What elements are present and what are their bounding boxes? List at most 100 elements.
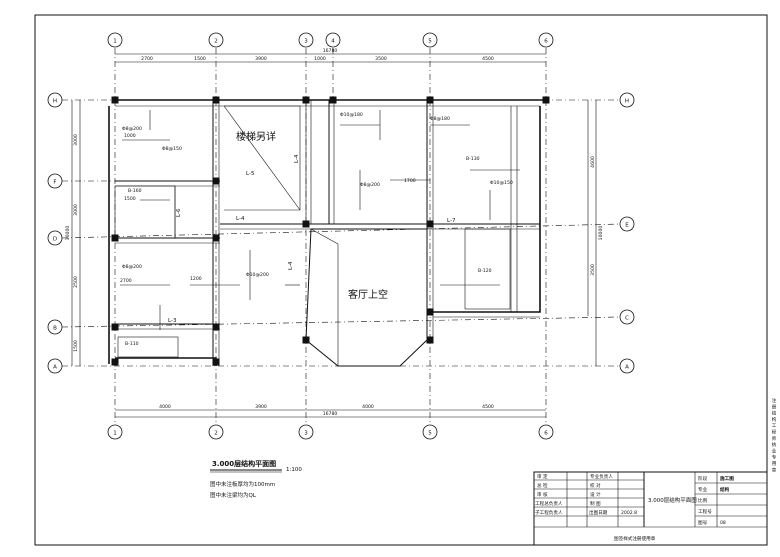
- dim-right-seg: 3500: [590, 264, 596, 276]
- column: [426, 308, 434, 316]
- bar-length: 1200: [190, 276, 202, 282]
- svg-text:5: 5: [428, 431, 432, 437]
- tb-project-lead: 工程总负责人: [535, 500, 563, 507]
- beam-label: L-7: [447, 218, 456, 224]
- svg-text:A: A: [53, 365, 57, 371]
- dim-right-overall: 10000: [598, 226, 604, 241]
- beam-label: L-4: [288, 261, 294, 270]
- svg-text:2: 2: [214, 431, 218, 437]
- column: [111, 358, 119, 366]
- dim-top-seg: 1500: [194, 56, 206, 62]
- axis-left-F: F: [47, 173, 63, 189]
- side-stamp-char: 程: [772, 429, 777, 436]
- drawing-title-text: 3.000层结构平面图: [212, 459, 276, 468]
- axis-right-H: H: [619, 92, 635, 108]
- beam-label: L-4: [236, 216, 245, 222]
- slab-mark: B-110: [125, 341, 139, 347]
- hall-void-label: 客厅上空: [348, 288, 388, 301]
- side-stamp-char: 注: [772, 397, 777, 404]
- stair-label: 楼梯另详: [236, 130, 276, 143]
- tb-drafting: 制 图: [590, 500, 601, 507]
- beam-label: L-4: [294, 154, 300, 163]
- tb-design: 设 计: [590, 491, 601, 498]
- dim-top-seg: 3900: [255, 56, 267, 62]
- column: [111, 234, 119, 242]
- axis-top-5: 5: [422, 32, 438, 48]
- rebar-callout: Φ8@200: [122, 264, 142, 270]
- rebar-callout: Φ10@180: [340, 112, 363, 118]
- note-beam-type: 图中未注梁均为QL: [210, 491, 257, 499]
- tb-sheet-label: 图号: [698, 520, 708, 526]
- side-stamp-char: 构: [772, 416, 777, 423]
- side-stamp-char: 业: [772, 447, 777, 454]
- column: [426, 96, 434, 104]
- bar-length: 1700: [404, 178, 416, 184]
- dim-bottom-seg: 4000: [362, 404, 374, 410]
- axis-bottom-3: 3: [298, 424, 314, 440]
- side-stamp-char: 师: [772, 435, 777, 442]
- beam-lines: [108, 99, 546, 367]
- dim-top-seg: 1000: [314, 56, 326, 62]
- dim-right-seg: 4600: [590, 156, 596, 168]
- dimension-text: 16780 2700 1500 3900 1000 3500 4500 4000 3900 400…: [65, 48, 604, 417]
- dim-left-seg: 3000: [73, 134, 79, 146]
- bar-length: 2700: [120, 278, 132, 284]
- side-stamp-char: 专: [772, 454, 777, 461]
- dim-top-seg: 2700: [141, 56, 153, 62]
- svg-text:6: 6: [544, 431, 548, 437]
- beam-label: L-3: [168, 318, 177, 324]
- dim-bottom-seg: 3900: [255, 404, 267, 410]
- column: [426, 220, 434, 228]
- tb-approve: 审 定: [537, 473, 548, 480]
- column: [302, 336, 310, 344]
- tb-chief-check: 总 检: [537, 482, 548, 489]
- dim-top-seg: 4500: [482, 56, 494, 62]
- tb-sheet-no: 08: [720, 520, 726, 526]
- beam-label: L-5: [246, 171, 255, 177]
- dim-left-seg: 3000: [73, 204, 79, 216]
- axis-right-E: E: [619, 216, 635, 232]
- column: [212, 177, 220, 185]
- svg-text:3: 3: [304, 431, 308, 437]
- rebar-callout: Φ8@200: [122, 126, 142, 132]
- tb-proofread: 校 对: [590, 482, 601, 489]
- tb-discipline: 结构: [720, 486, 730, 493]
- slab-mark: B-120: [478, 268, 492, 274]
- axis-top-3: 3: [298, 32, 314, 48]
- svg-text:H: H: [53, 99, 57, 105]
- axis-bottom-2: 2: [208, 424, 224, 440]
- dimension-lines: [71, 53, 597, 418]
- axis-top-6: 6: [538, 32, 554, 48]
- drawing-title: 3.000层结构平面图 1:100 图中未注板厚均为100mm 图中未注梁均为Q…: [210, 459, 302, 499]
- axis-left-H: H: [47, 92, 63, 108]
- side-stamp-char: 结: [772, 410, 777, 417]
- axis-right-C: C: [619, 309, 635, 325]
- svg-text:D: D: [53, 237, 57, 243]
- axis-centerlines: [61, 48, 621, 425]
- dim-left-seg: 1500: [73, 340, 79, 352]
- axis-top-2: 2: [208, 32, 224, 48]
- axis-bottom-1: 1: [107, 424, 123, 440]
- rebar-callout: Φ8@180: [430, 116, 450, 122]
- column: [212, 358, 220, 366]
- tb-discipline-label: 专业: [698, 486, 708, 493]
- column-marks: [111, 96, 550, 366]
- tb-issue-date-label: 出图日期: [589, 509, 608, 516]
- svg-text:A: A: [625, 365, 629, 371]
- svg-text:C: C: [625, 316, 629, 322]
- column: [212, 96, 220, 104]
- tb-stage-label: 阶段: [698, 475, 708, 482]
- drawing-scale: 1:100: [286, 467, 302, 473]
- drawing-frame: [34, 14, 768, 546]
- dim-top-seg: 3500: [375, 56, 387, 62]
- slab-mark: B-130: [466, 156, 480, 162]
- dim-bottom-seg: 4000: [159, 404, 171, 410]
- tb-issue-date: 2002.8: [621, 510, 637, 516]
- column: [212, 234, 220, 242]
- dim-top-overall: 16780: [323, 48, 338, 54]
- svg-text:1: 1: [113, 431, 117, 437]
